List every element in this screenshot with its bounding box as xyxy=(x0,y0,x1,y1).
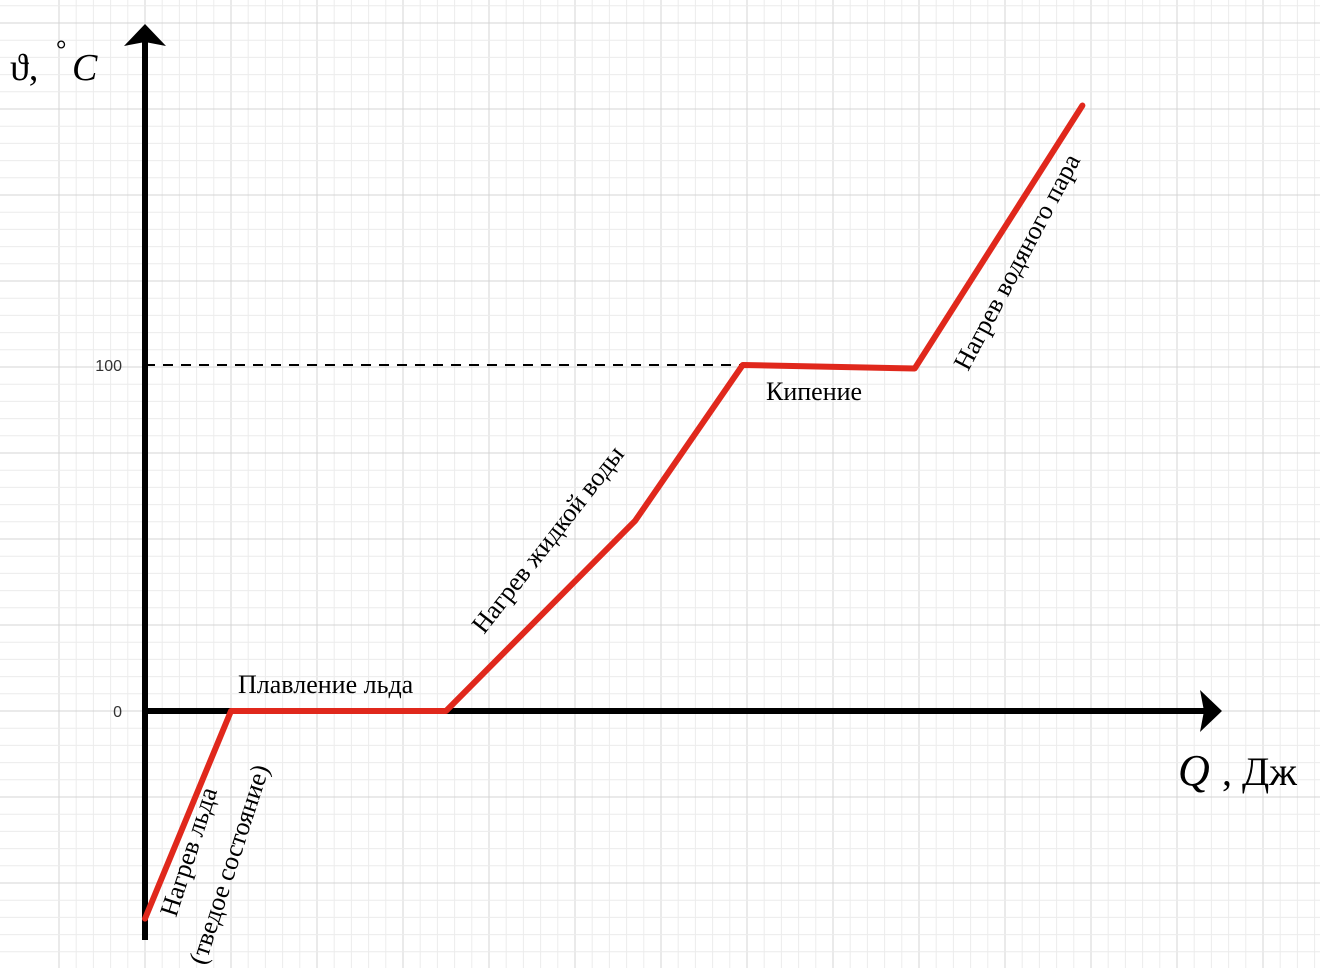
series-line-0 xyxy=(142,102,1086,922)
y-axis-arrowhead xyxy=(124,24,166,46)
annotation-vapor-heating: Нагрев водяного пара xyxy=(948,149,1087,375)
tick-labels: 0 100 xyxy=(95,358,122,721)
x-axis-label: Q xyxy=(1178,746,1210,795)
y-tick-label-0: 0 xyxy=(113,704,122,721)
y-axis-unit: C xyxy=(72,47,98,89)
y-axis-symbol: ϑ, xyxy=(10,47,38,89)
annotation-boiling: Кипение xyxy=(766,377,862,406)
x-axis-arrowhead xyxy=(1200,690,1222,732)
x-axis-unit: , Дж xyxy=(1222,749,1297,794)
series xyxy=(142,102,1086,922)
y-axis-degree: ° xyxy=(56,35,66,64)
annotation-ice-melting: Плавление льда xyxy=(238,670,414,699)
y-tick-label-100: 100 xyxy=(95,358,122,375)
